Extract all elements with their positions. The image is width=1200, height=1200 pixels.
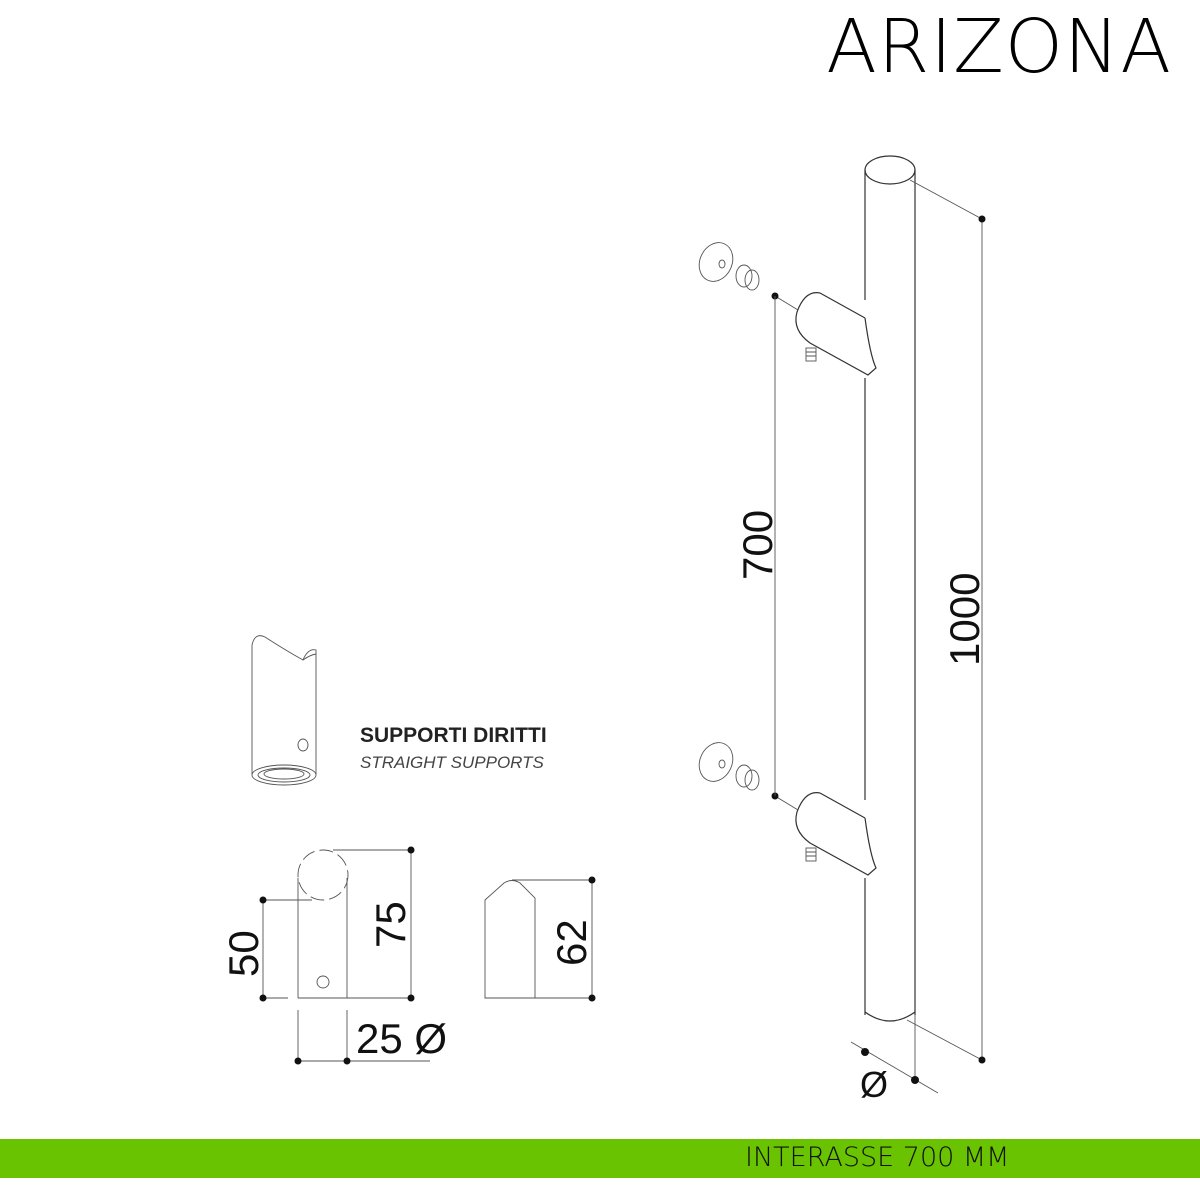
svg-text:1000: 1000 xyxy=(941,573,988,666)
svg-text:50: 50 xyxy=(220,930,267,977)
dimension-700: 700 xyxy=(734,296,781,796)
supports-title: SUPPORTI DIRITTI xyxy=(360,724,547,747)
svg-text:700: 700 xyxy=(734,510,781,580)
product-title: ARIZONA xyxy=(826,4,1172,90)
svg-text:25 Ø: 25 Ø xyxy=(356,1015,447,1062)
set-screw xyxy=(805,347,817,362)
support-front-view: 75 50 25 Ø xyxy=(220,846,447,1065)
svg-text:Ø: Ø xyxy=(860,1064,888,1105)
set-screw xyxy=(805,847,817,862)
support-3d-illustration xyxy=(251,635,317,786)
supports-subtitle: STRAIGHT SUPPORTS xyxy=(360,753,544,772)
dimension-diameter: Ø xyxy=(850,1015,939,1105)
upper-support xyxy=(698,242,877,376)
svg-text:62: 62 xyxy=(548,919,595,966)
lower-support xyxy=(698,742,877,876)
dimension-1000: 1000 xyxy=(906,179,988,1064)
svg-text:75: 75 xyxy=(367,901,414,948)
footer-bar: INTERASSE 700 MM xyxy=(0,1139,1200,1178)
footer-label: INTERASSE 700 MM xyxy=(745,1142,1010,1173)
handle-bar xyxy=(864,155,916,1022)
support-side-view: 62 xyxy=(484,876,596,1002)
